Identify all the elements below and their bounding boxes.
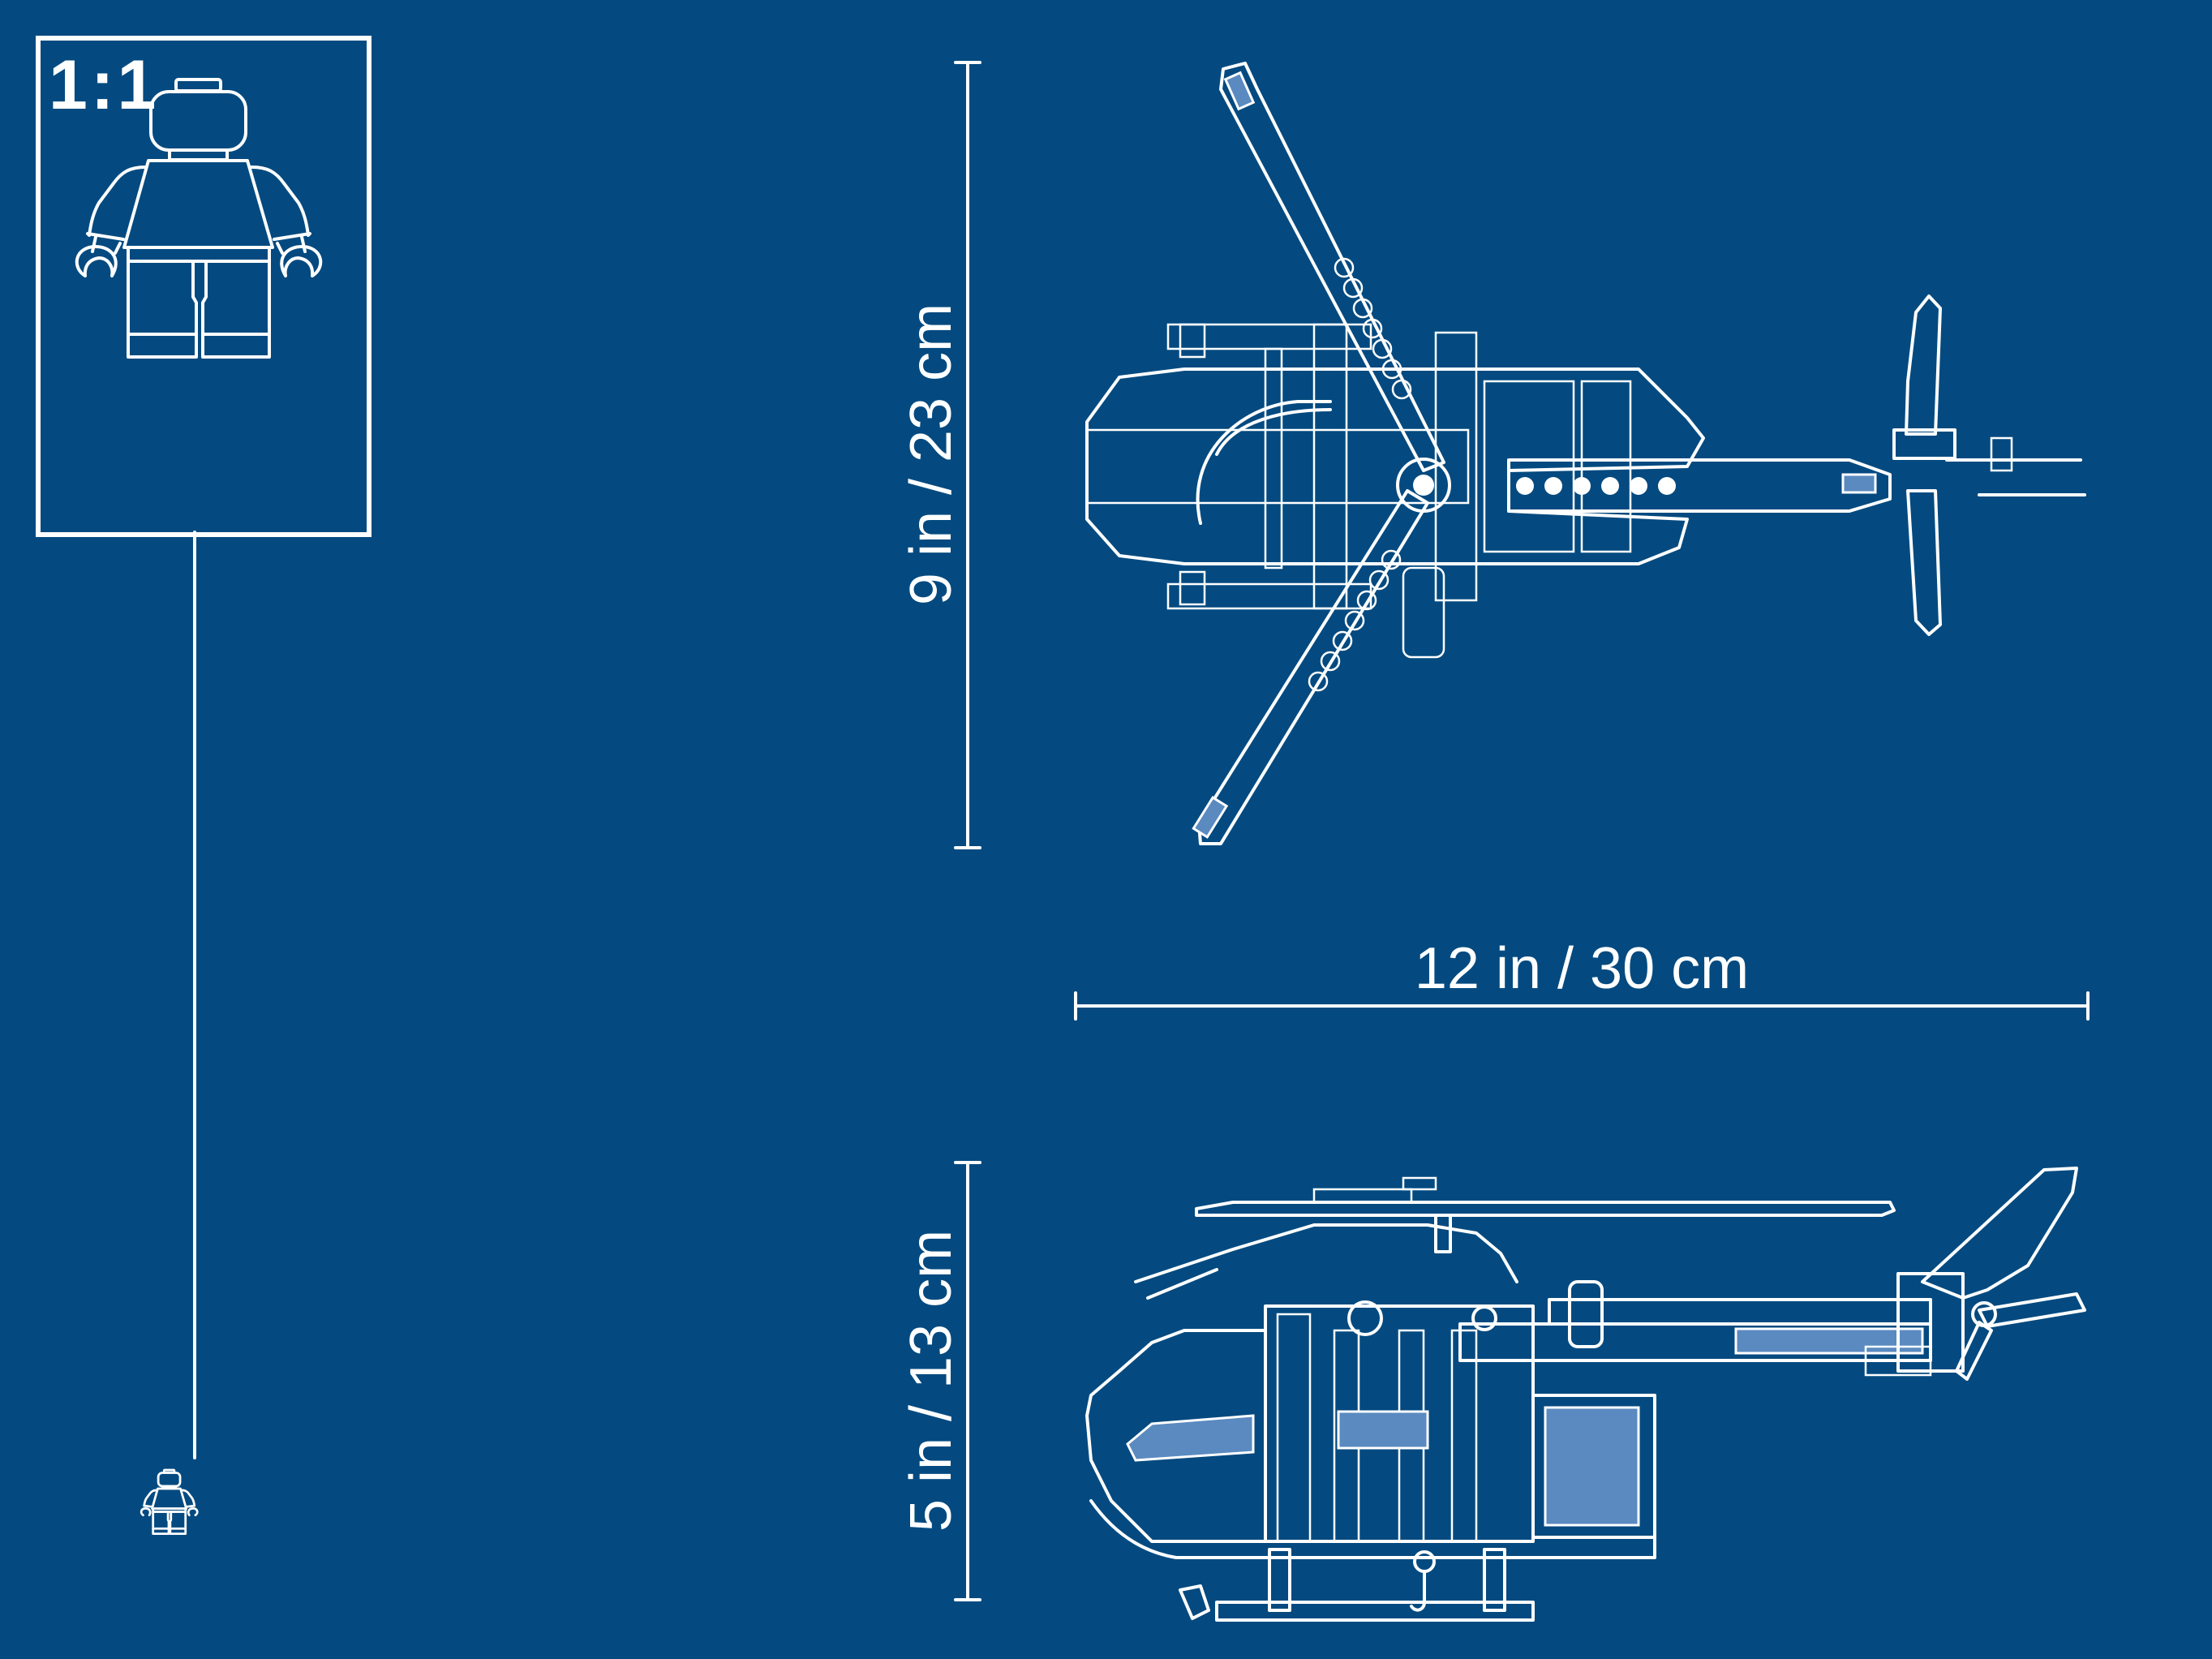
height-dimension-label: 9 in / 23 cm <box>899 303 964 606</box>
side-height-dimension-label: 5 in / 13 cm <box>899 1229 964 1532</box>
height-dimension-line <box>954 61 981 849</box>
side-height-dimension-line <box>954 1161 981 1601</box>
helicopter-side-view-icon <box>1085 1167 2086 1622</box>
width-dimension-line <box>1074 991 2090 1021</box>
minifigure-small-icon <box>140 1468 199 1536</box>
width-dimension-label: 12 in / 30 cm <box>1414 936 1750 1001</box>
scale-reference-box <box>36 36 372 537</box>
scale-label: 1:1 <box>49 46 160 124</box>
minifigure-icon <box>75 78 323 359</box>
helicopter-top-view-icon <box>1085 62 2086 845</box>
